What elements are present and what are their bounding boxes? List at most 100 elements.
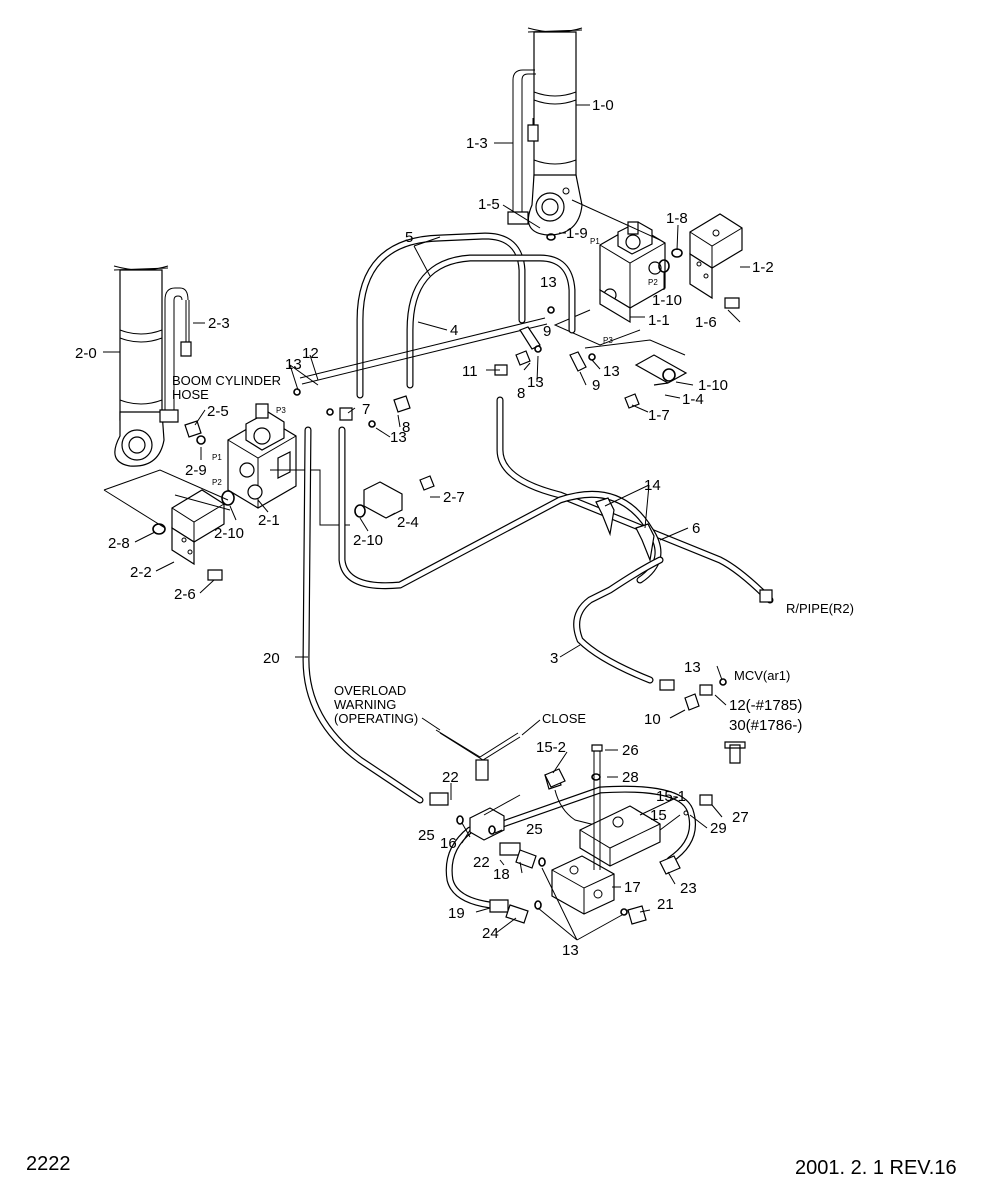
- port-p3-label-b: P3: [276, 406, 286, 415]
- callout-1-10a: 1-10: [652, 292, 682, 309]
- callout-12: 12: [302, 345, 319, 362]
- mcv-label: MCV(ar1): [734, 668, 790, 683]
- valve-16: [469, 794, 521, 841]
- port-p3-label-a: P3: [603, 336, 613, 345]
- callout-1-6: 1-6: [695, 314, 717, 331]
- callout-7: 7: [362, 401, 370, 418]
- callout-22b: 22: [473, 854, 490, 871]
- callout-27: 27: [732, 809, 749, 826]
- callout-14: 14: [644, 477, 661, 494]
- callout-19: 19: [448, 905, 465, 922]
- overload-label-3: (OPERATING): [334, 711, 418, 726]
- callout-6: 6: [692, 520, 700, 537]
- cylinder-1-0: [507, 27, 583, 236]
- callout-1-2: 1-2: [752, 259, 774, 276]
- r-pipe-label: R/PIPE(R2): [786, 601, 854, 616]
- callout-25b: 25: [526, 821, 543, 838]
- callout-2-8: 2-8: [108, 535, 130, 552]
- callout-15: 15: [650, 807, 667, 824]
- callout-leaders: [103, 104, 750, 941]
- close-label: CLOSE: [542, 711, 586, 726]
- callout-13c: 13: [603, 363, 620, 380]
- port-p2-label-b: P2: [212, 478, 222, 487]
- port-p1-label-b: P1: [212, 453, 222, 462]
- valve-block-2-1: [227, 403, 297, 509]
- callout-22a: 22: [442, 769, 459, 786]
- callout-20: 20: [263, 650, 280, 667]
- assembly-guide-lines: [103, 199, 686, 529]
- port-p1-label-a: P1: [590, 237, 600, 246]
- callout-1-9: 1-9: [566, 225, 588, 242]
- callout-28: 28: [622, 769, 639, 786]
- plate-2-4: [363, 481, 403, 519]
- callout-18: 18: [493, 866, 510, 883]
- plate-1-4: [634, 354, 688, 386]
- callout-1-10b: 1-10: [698, 377, 728, 394]
- port-p2-label-a: P2: [648, 278, 658, 287]
- o-rings: [152, 233, 727, 916]
- callout-9b: 9: [592, 377, 600, 394]
- cylinder-2-0: [113, 265, 192, 467]
- part-30-range-label: 30(#1786-): [729, 717, 802, 734]
- boom-cylinder-hose-label-2: HOSE: [172, 387, 209, 402]
- valve-block-1-1: [599, 221, 666, 324]
- callout-1-1: 1-1: [648, 312, 670, 329]
- callout-2-3: 2-3: [208, 315, 230, 332]
- callout-2-9: 2-9: [185, 462, 207, 479]
- callout-23: 23: [680, 880, 697, 897]
- bracket-1-2: [689, 213, 743, 309]
- callout-2-1: 2-1: [258, 512, 280, 529]
- callout-9a: 9: [543, 323, 551, 340]
- callout-1-4: 1-4: [682, 391, 704, 408]
- callout-25a: 25: [418, 827, 435, 844]
- callout-24: 24: [482, 925, 499, 942]
- hoses: [299, 232, 774, 909]
- callout-4: 4: [450, 322, 458, 339]
- callout-1-7: 1-7: [648, 407, 670, 424]
- fittings: [184, 326, 773, 925]
- overload-label-1: OVERLOAD: [334, 683, 406, 698]
- part-callouts: 1-0 1-3 1-5 1-9 1-8 1-2 1-10 1-1 1-6 1-1…: [75, 97, 774, 959]
- callout-13b: 13: [527, 374, 544, 391]
- part-12-range-label: 12(-#1785): [729, 697, 802, 714]
- callout-2-2: 2-2: [130, 564, 152, 581]
- callout-15-1: 15-1: [656, 788, 686, 805]
- callout-2-10b: 2-10: [353, 532, 383, 549]
- boom-cylinder-hose-label-1: BOOM CYLINDER: [172, 373, 281, 388]
- callout-15-2: 15-2: [536, 739, 566, 756]
- callout-1-8: 1-8: [666, 210, 688, 227]
- clamp-14: [595, 497, 655, 563]
- callout-8a: 8: [517, 385, 525, 402]
- callout-1-0: 1-0: [592, 97, 614, 114]
- callout-13f: 13: [684, 659, 701, 676]
- revision-stamp: 2001. 2. 1 REV.16: [795, 1157, 957, 1179]
- callout-2-10a: 2-10: [214, 525, 244, 542]
- callout-29: 29: [710, 820, 727, 837]
- callout-13a: 13: [540, 274, 557, 291]
- callout-8b: 8: [402, 419, 410, 436]
- callout-10: 10: [644, 711, 661, 728]
- callout-11: 11: [462, 363, 478, 380]
- callout-17: 17: [624, 879, 641, 896]
- page-number: 2222: [26, 1153, 71, 1175]
- bracket-2-2: [171, 489, 225, 581]
- callout-5: 5: [405, 229, 413, 246]
- callout-13g: 13: [562, 942, 579, 959]
- callout-26: 26: [622, 742, 639, 759]
- callout-2-0: 2-0: [75, 345, 97, 362]
- bolt-26: [591, 744, 603, 870]
- callout-1-3: 1-3: [466, 135, 488, 152]
- callout-13e: 13: [390, 429, 407, 446]
- callout-21: 21: [657, 896, 674, 913]
- descriptive-labels: BOOM CYLINDER HOSE R/PIPE(R2) MCV(ar1) 1…: [172, 237, 854, 734]
- callout-2-4: 2-4: [397, 514, 419, 531]
- callout-3: 3: [550, 650, 558, 667]
- callout-16: 16: [440, 835, 457, 852]
- block-15: [579, 805, 661, 867]
- overload-warning-switch: [435, 729, 521, 781]
- callout-2-7: 2-7: [443, 489, 465, 506]
- callout-2-6: 2-6: [174, 586, 196, 603]
- overload-label-2: WARNING: [334, 697, 396, 712]
